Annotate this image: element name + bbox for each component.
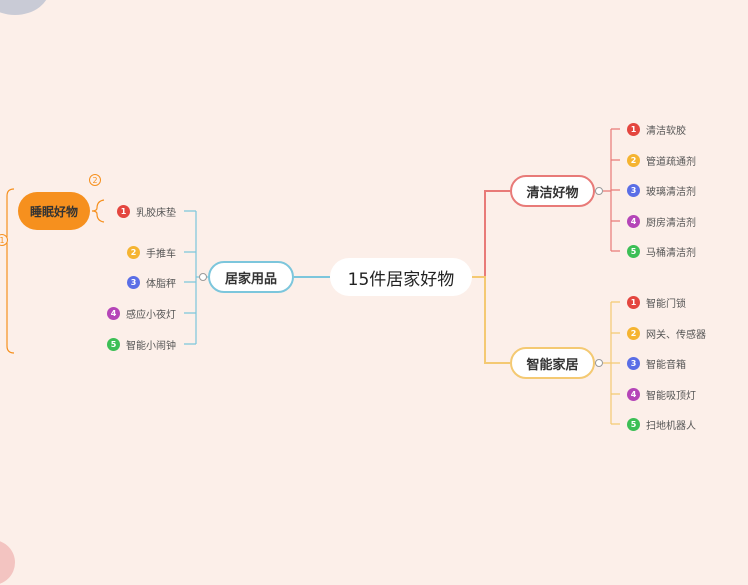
leaf-clean[interactable]: 1 清洁软胶 — [627, 121, 686, 137]
leaf-home[interactable]: 5 智能小闹钟 — [107, 336, 176, 352]
link-root-clean — [472, 190, 510, 278]
collapse-toggle-clean[interactable] — [595, 187, 603, 195]
leaf-label: 扫地机器人 — [646, 420, 696, 432]
brace-left — [1, 188, 15, 354]
leaf-smart[interactable]: 2 网关、传感器 — [627, 325, 706, 341]
leaf-label: 管道疏通剂 — [646, 156, 696, 168]
number-badge: 4 — [627, 214, 640, 228]
brace-sleep — [91, 199, 105, 223]
topic-home[interactable]: 居家用品 — [208, 261, 294, 293]
leaf-smart[interactable]: 4 智能吸顶灯 — [627, 386, 696, 402]
number-badge: 3 — [627, 356, 640, 370]
number-badge: 5 — [627, 244, 640, 258]
leaf-label: 智能门锁 — [646, 298, 686, 310]
leaf-clean[interactable]: 5 马桶清洁剂 — [627, 243, 696, 259]
link-smart-leaves — [603, 301, 620, 425]
collapse-toggle-smart[interactable] — [595, 359, 603, 367]
leaf-label: 清洁软胶 — [646, 125, 686, 137]
number-badge: 1 — [627, 295, 640, 309]
number-badge: 4 — [627, 387, 640, 401]
number-badge: 3 — [127, 275, 140, 289]
root-topic[interactable]: 15件居家好物 — [330, 258, 472, 296]
collapse-toggle-home[interactable] — [199, 273, 207, 281]
leaf-label: 马桶清洁剂 — [646, 247, 696, 259]
leaf-label: 智能小闹钟 — [126, 340, 176, 352]
number-badge: 1 — [117, 204, 130, 218]
leaf-home[interactable]: 1 乳胶床垫 — [117, 203, 176, 219]
leaf-label: 感应小夜灯 — [126, 309, 176, 321]
leaf-label: 智能吸顶灯 — [646, 390, 696, 402]
number-badge: 3 — [627, 183, 640, 197]
leaf-label: 厨房清洁剂 — [646, 217, 696, 229]
link-root-smart — [472, 276, 510, 364]
leaf-label: 玻璃清洁剂 — [646, 186, 696, 198]
leaf-label: 智能音箱 — [646, 359, 686, 371]
floating-badge-left[interactable]: 1 — [0, 234, 8, 246]
leaf-smart[interactable]: 5 扫地机器人 — [627, 416, 696, 432]
leaf-smart[interactable]: 1 智能门锁 — [627, 294, 686, 310]
topic-smart[interactable]: 智能家居 — [510, 347, 595, 379]
leaf-smart[interactable]: 3 智能音箱 — [627, 355, 686, 371]
leaf-label: 网关、传感器 — [646, 329, 706, 341]
leaf-label: 乳胶床垫 — [136, 207, 176, 219]
leaf-clean[interactable]: 3 玻璃清洁剂 — [627, 182, 696, 198]
leaf-clean[interactable]: 4 厨房清洁剂 — [627, 213, 696, 229]
floating-topic-sleep[interactable]: 睡眠好物 — [18, 192, 90, 230]
leaf-home[interactable]: 4 感应小夜灯 — [107, 305, 176, 321]
floating-badge[interactable]: 2 — [89, 174, 101, 186]
number-badge: 2 — [627, 326, 640, 340]
number-badge: 2 — [127, 245, 140, 259]
number-badge: 2 — [627, 153, 640, 167]
number-badge: 5 — [627, 417, 640, 431]
leaf-home[interactable]: 3 体脂秤 — [127, 274, 176, 290]
link-clean-leaves — [603, 128, 620, 252]
number-badge: 5 — [107, 337, 120, 351]
topic-clean[interactable]: 清洁好物 — [510, 175, 595, 207]
leaf-clean[interactable]: 2 管道疏通剂 — [627, 152, 696, 168]
number-badge: 1 — [627, 122, 640, 136]
leaf-home[interactable]: 2 手推车 — [127, 244, 176, 260]
number-badge: 4 — [107, 306, 120, 320]
leaf-label: 体脂秤 — [146, 278, 176, 290]
leaf-label: 手推车 — [146, 248, 176, 260]
